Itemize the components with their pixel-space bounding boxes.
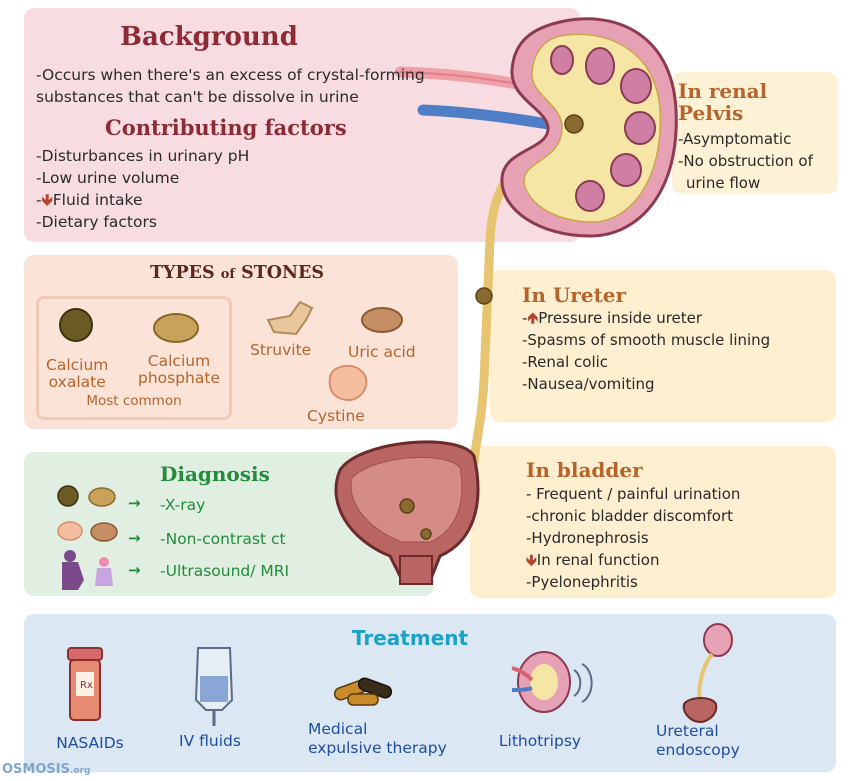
right-arrow-icon: →: [128, 561, 141, 579]
pill-bottle-icon: Rx: [67, 647, 103, 721]
diagnosis-ultrasound: -Ultrasound/ MRI: [160, 562, 290, 580]
bladder: [334, 440, 480, 585]
background-text: -Occurs when there's an excess of crysta…: [36, 64, 425, 108]
struvite-label: Struvite: [250, 341, 312, 359]
capsules-icon: [333, 677, 393, 706]
treatment-iv-fluids: IV fluids: [179, 732, 241, 750]
background-panel: [24, 8, 580, 242]
pregnant-woman-icon: [62, 550, 84, 590]
ureter-list: -🡹Pressure inside ureter -Spasms of smoo…: [522, 309, 771, 393]
calcium-phosphate-stone: [153, 313, 199, 343]
kidney: [500, 17, 678, 238]
right-arrow-icon: →: [128, 529, 141, 547]
diagnosis-title: Diagnosis: [160, 462, 270, 486]
factor-item: -Disturbances in urinary pH: [36, 147, 250, 165]
renal-pelvis-list: -Asymptomatic -No obstruction of urine f…: [678, 130, 813, 192]
ureteral-endoscopy-icon: [682, 623, 733, 724]
iv-bag-icon: [194, 647, 234, 726]
xray-stone-icon: [88, 487, 116, 507]
contributing-factors-title: Contributing factors: [105, 115, 347, 140]
ureter-title: In Ureter: [522, 283, 627, 307]
xray-stone-icon: [57, 485, 79, 507]
ureter-panel: [490, 270, 836, 422]
down-arrow-icon: 🡻: [41, 191, 53, 209]
treatment-nasaids: NASAIDs: [56, 734, 124, 752]
factor-item: -🡻Fluid intake: [36, 191, 143, 209]
struvite-stone: [266, 300, 314, 336]
bladder-panel: [470, 446, 836, 598]
treatment-title: Treatment: [351, 626, 469, 650]
bladder-title: In bladder: [526, 458, 643, 482]
treatment-lithotripsy: Lithotripsy: [498, 732, 582, 750]
diagnosis-xray: -X-ray: [160, 496, 206, 514]
renal-pelvis-panel: [672, 72, 838, 194]
diagnosis-ct: -Non-contrast ct: [160, 530, 286, 548]
types-of-stones-title: TYPES of STONES: [150, 263, 324, 283]
calcium-oxalate-stone: [59, 308, 93, 342]
renal-vein: [417, 104, 554, 130]
osmosis-logo: OSMOSIS.org: [2, 762, 91, 777]
up-arrow-icon: 🡹: [527, 309, 539, 327]
cystine-stone: [328, 364, 368, 402]
svg-text:Rx: Rx: [80, 680, 93, 691]
background-title: Background: [120, 22, 298, 52]
uric-acid-stone: [361, 307, 403, 333]
most-common-label: Most common: [86, 393, 182, 409]
ct-stone-icon: [57, 521, 83, 541]
kidney-stone: [564, 114, 584, 134]
factor-item: -Dietary factors: [36, 213, 157, 231]
bladder-list: - Frequent / painful urination -chronic …: [526, 485, 741, 591]
lithotripsy-icon: [511, 651, 593, 713]
cystine-label: Cystine: [307, 407, 365, 425]
down-arrow-icon: 🡻: [526, 551, 537, 569]
uric-acid-label: Uric acid: [348, 343, 416, 361]
bladder-stone: [399, 498, 415, 514]
ct-stone-icon: [90, 522, 118, 542]
child-icon: [95, 557, 113, 586]
background-line: -Occurs when there's an excess of crysta…: [36, 66, 425, 84]
right-arrow-icon: →: [128, 494, 141, 512]
bladder-stone: [420, 528, 432, 540]
factor-item: -Low urine volume: [36, 169, 180, 187]
types-of-stones-panel: [24, 255, 458, 429]
background-line: substances that can't be dissolve in uri…: [36, 88, 359, 106]
most-common-box: [36, 296, 232, 420]
ureter-stone: [475, 287, 493, 305]
contributing-factors-list: -Disturbances in urinary pH -Low urine v…: [36, 145, 249, 233]
